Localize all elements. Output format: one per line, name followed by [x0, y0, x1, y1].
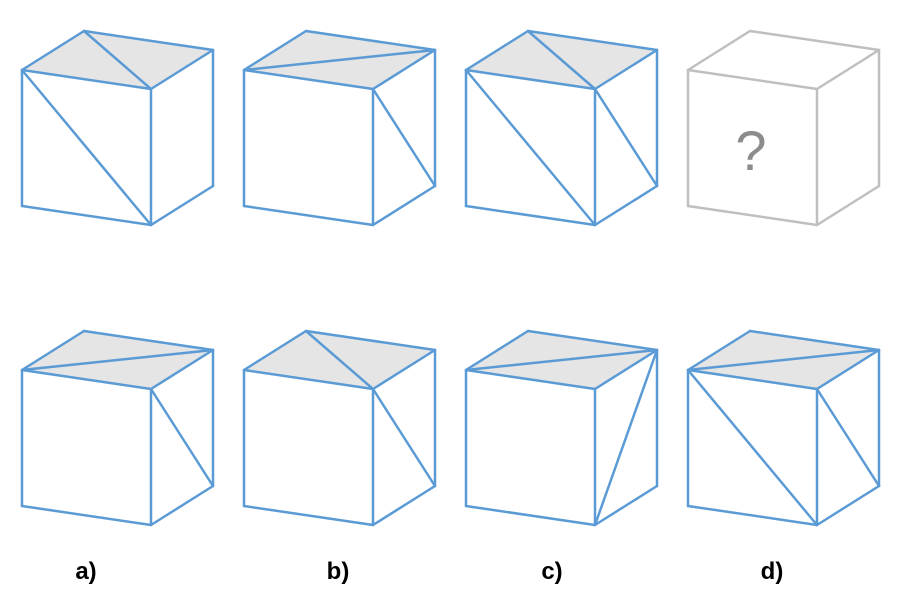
sequence-cube-1-edge — [149, 184, 215, 227]
sequence-cube-3-edge — [464, 29, 530, 72]
question-cube-outline-edge — [686, 29, 752, 72]
option-cube-c-edge — [464, 504, 597, 527]
answer-options-row — [20, 329, 881, 527]
sequence-cube-2-edge — [371, 184, 437, 227]
option-cube-b-edge — [371, 348, 437, 391]
option-cube-c-edge — [593, 348, 659, 391]
option-cube-d-edge — [748, 329, 881, 352]
sequence-cube-1-edge — [20, 204, 153, 227]
option-cube-a-edge — [20, 368, 153, 391]
option-cube-d-edge — [815, 348, 881, 391]
option-cube-a-edge — [20, 504, 153, 527]
option-cube-b-top-diagonal — [304, 329, 375, 391]
sequence-row — [20, 29, 659, 227]
option-cube-c-right-diagonal — [593, 348, 659, 527]
sequence-cube-2-edge — [304, 29, 437, 52]
sequence-cube-2-edge — [371, 48, 437, 91]
option-cube-a-edge — [82, 329, 215, 352]
option-cube-d-edge — [686, 368, 819, 391]
option-cube-d-top-diagonal — [686, 348, 881, 372]
option-cube-a-top-diagonal — [20, 348, 215, 372]
sequence-cube-1-edge — [20, 29, 86, 72]
sequence-cube-3-edge — [464, 204, 597, 227]
sequence-cube-3-top-diagonal — [526, 29, 597, 91]
sequence-cube-1-front-diagonal — [20, 68, 153, 227]
option-label-c[interactable]: c) — [541, 558, 562, 585]
option-cube-c-top-diagonal — [464, 348, 659, 372]
question-cube-outline-edge — [748, 29, 881, 52]
option-cube-d — [686, 329, 881, 527]
option-cube-c-edge — [593, 484, 659, 527]
option-cube-b — [242, 329, 437, 527]
sequence-cube-2-top-diagonal — [242, 48, 437, 72]
option-cube-b-edge — [242, 329, 308, 372]
sequence-cube-2-right-diagonal — [371, 87, 437, 188]
question-mark: ? — [735, 119, 766, 182]
option-cube-c-edge — [526, 329, 659, 352]
sequence-cube-2-edge — [242, 68, 375, 91]
option-label-a[interactable]: a) — [75, 558, 96, 585]
option-cube-a-right-diagonal — [149, 387, 215, 488]
option-cube-d-edge — [686, 504, 819, 527]
sequence-cube-1-edge — [82, 29, 215, 52]
question-cube-outline-edge — [686, 68, 819, 91]
option-cube-d-right-diagonal — [815, 387, 881, 488]
option-label-b[interactable]: b) — [327, 558, 350, 585]
option-cube-b-edge — [371, 484, 437, 527]
option-cube-d-front-diagonal — [686, 368, 819, 527]
question-cube-outline-edge — [815, 184, 881, 227]
option-cube-c — [464, 329, 659, 527]
option-cube-b-right-diagonal — [371, 387, 437, 488]
option-label-d[interactable]: d) — [761, 558, 784, 585]
question-cube-outline-edge — [686, 204, 819, 227]
option-cube-a-edge — [149, 348, 215, 391]
option-labels-row: a) b) c) d) — [75, 558, 783, 585]
option-cube-a-edge — [20, 329, 86, 372]
sequence-cube-1-edge — [149, 48, 215, 91]
question-cube-outline-top-face — [688, 31, 879, 89]
sequence-cube-3-front-diagonal — [464, 68, 597, 227]
sequence-cube-1 — [20, 29, 215, 227]
option-cube-d-edge — [686, 329, 752, 372]
option-cube-b-edge — [242, 368, 375, 391]
sequence-cube-3-edge — [464, 68, 597, 91]
option-cube-a-edge — [149, 484, 215, 527]
option-cube-d-edge — [815, 484, 881, 527]
question-cube-outline-edge — [815, 48, 881, 91]
option-cube-b-edge — [242, 504, 375, 527]
sequence-cube-1-top-diagonal — [82, 29, 153, 91]
sequence-cube-3-edge — [593, 184, 659, 227]
sequence-cube-3-edge — [593, 48, 659, 91]
sequence-cube-2-edge — [242, 29, 308, 72]
question-cube: ? — [686, 29, 881, 227]
option-cube-a — [20, 329, 215, 527]
sequence-cube-2-edge — [242, 204, 375, 227]
sequence-cube-3-edge — [526, 29, 659, 52]
option-cube-b-edge — [304, 329, 437, 352]
sequence-cube-2 — [242, 29, 437, 227]
question-cube-outline — [686, 29, 881, 227]
option-cube-c-edge — [464, 368, 597, 391]
option-cube-c-edge — [464, 329, 530, 372]
sequence-cube-3-right-diagonal — [593, 87, 659, 188]
sequence-cube-1-edge — [20, 68, 153, 91]
sequence-cube-3 — [464, 29, 659, 227]
